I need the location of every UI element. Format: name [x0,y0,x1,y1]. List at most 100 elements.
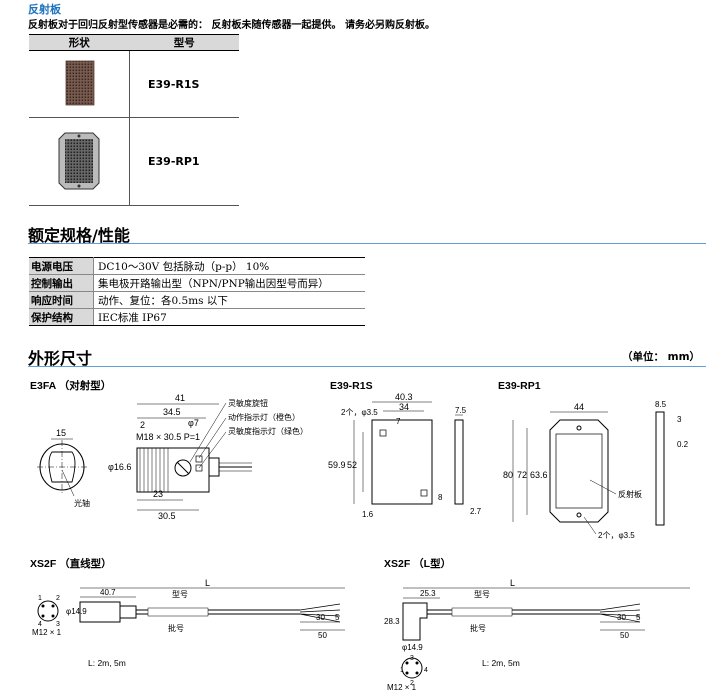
r1s-d75: 7.5 [455,406,467,415]
xs2f-s-d407: 40.7 [100,588,116,597]
reflector-table: 形状 型号 E39-R1S [29,34,239,206]
r1s-d52: 52 [347,460,357,470]
xs2f-l-length: L: 2m, 5m [482,658,520,668]
rp1-d636: 63.6 [530,470,548,480]
spec-key: 保护结构 [29,308,94,326]
reflector-title: 反射板 [28,3,61,16]
shape-cell [29,50,130,118]
e3fa-knob-label: 灵敏度旋钮 [228,398,268,408]
xs2f-l-model: 型号 [474,590,490,599]
r1s-title: E39-R1S [330,380,373,392]
r1s-d8: 8 [438,493,443,502]
xs2f-l-pin3: 3 [410,655,414,662]
e39-rp1-drawing: E39-RP1 44 80 72 63.6 反射板 2个，φ3.5 8.5 3 … [498,380,689,540]
xs2f-s-lot: 批号 [168,623,184,633]
xs2f-l-drawing: XS2F （L型） L 25.3 28.3 型号 批号 φ14.9 1 3 4 … [384,557,690,692]
r1s-holes: 2个，φ3.5 [341,408,378,417]
r1s-d599: 59.9 [328,460,346,470]
xs2f-s-pin3: 3 [56,621,60,628]
rp1-label: 反射板 [618,489,642,499]
xs2f-l-lot: 批号 [470,623,486,633]
r1s-d403: 40.3 [395,392,413,402]
xs2f-l-d283: 28.3 [384,617,400,626]
e3fa-title: E3FA （对射型） [30,379,111,392]
rp1-d44: 44 [574,402,584,412]
e3fa-d345: 34.5 [163,407,181,417]
spec-value: 动作、复位：各0.5ms 以下 [93,291,365,309]
e3fa-d166: φ16.6 [108,462,131,472]
xs2f-straight-drawing: XS2F （直线型） 1 2 3 4 M12 × 1 L 40.7 φ14.9 … [30,557,345,668]
dims-rule [28,366,706,367]
xs2f-l-d149: φ14.9 [402,643,423,652]
col-model-header: 型号 [129,34,239,51]
shape-cell [29,117,130,206]
xs2f-s-title: XS2F （直线型） [30,557,112,570]
model-e39-rp1: E39-RP1 [129,117,239,206]
xs2f-s-d50: 50 [318,631,327,640]
e3fa-thread: M18 × 30.5 P=1 [136,432,200,442]
table-row: E39-R1S [29,50,239,118]
table-row: 电源电压 DC10～30V 包括脉动（p-p） 10% [29,257,365,275]
e3fa-d2: 2 [140,420,145,430]
xs2f-s-pin2: 2 [56,595,60,602]
spec-value: 集电极开路输出型（NPN/PNP输出因型号而异） [93,274,365,292]
e3fa-d41: 41 [175,393,185,403]
e3fa-axis-label: 光轴 [74,498,90,508]
rp1-holes: 2个，φ3.5 [598,531,635,540]
e3fa-d7: φ7 [188,418,199,428]
spec-value: DC10～30V 包括脉动（p-p） 10% [93,257,365,275]
table-row: E39-RP1 [29,117,239,206]
dimension-drawings: E3FA （对射型） 15 光轴 [30,379,690,692]
rp1-d02: 0.2 [677,440,689,449]
table-row: 保护结构 IEC标准 IP67 [29,308,365,326]
rp1-d72: 72 [517,470,527,480]
spec-key: 电源电压 [29,257,94,275]
e3fa-d23: 23 [153,489,163,499]
rp1-d3: 3 [677,415,682,424]
xs2f-l-pin4: 4 [424,667,428,674]
xs2f-l-m12: M12 × 1 [387,683,417,692]
xs2f-s-pin1: 1 [38,595,42,602]
rp1-title: E39-RP1 [498,380,541,392]
xs2f-l-pin2: 2 [410,680,414,687]
xs2f-s-d30: 30 [316,613,325,622]
e3fa-drawing: E3FA （对射型） 15 光轴 [30,379,308,521]
xs2f-l-d253: 25.3 [420,589,436,598]
e3fa-d15: 15 [56,428,66,438]
xs2f-s-pin4: 4 [38,621,42,628]
xs2f-l-d50: 50 [620,631,629,640]
e39-r1s-image [65,60,95,105]
xs2f-l-title: XS2F （L型） [384,557,451,570]
xs2f-s-model: 型号 [172,590,188,599]
unit-label: （单位： mm） [622,351,701,363]
rp1-d85: 8.5 [655,400,667,409]
xs2f-l-dL: L [510,578,515,588]
xs2f-s-d149: φ14.9 [66,607,87,616]
specs-title: 额定规格/性能 [28,226,130,245]
model-e39-r1s: E39-R1S [129,50,239,118]
xs2f-s-dL: L [205,578,210,588]
spec-key: 控制输出 [29,274,94,292]
rp1-d80: 80 [503,470,513,480]
table-row: 控制输出 集电极开路输出型（NPN/PNP输出因型号而异） [29,274,365,292]
dims-title: 外形尺寸 [28,349,93,368]
xs2f-l-d30: 30 [617,613,626,622]
e39-rp1-image [58,132,100,190]
r1s-d7: 7 [396,417,401,426]
e3fa-led-orange-label: 动作指示灯（橙色） [228,412,300,422]
xs2f-l-d5: 5 [636,613,641,622]
table-row: 响应时间 动作、复位：各0.5ms 以下 [29,291,365,309]
r1s-d16: 1.6 [362,510,374,519]
r1s-d27: 2.7 [470,507,482,516]
specs-table: 电源电压 DC10～30V 包括脉动（p-p） 10% 控制输出 集电极开路输出… [29,257,365,326]
xs2f-s-d5: 5 [335,613,340,622]
spec-value: IEC标准 IP67 [93,308,365,326]
r1s-d34: 34 [399,402,409,412]
e3fa-led-green-label: 灵敏度指示灯（绿色） [228,426,308,436]
reflector-note: 反射板对于回归反射型传感器是必需的： 反射板未随传感器一起提供。 请务必另购反射… [28,20,435,31]
xs2f-s-length: L: 2m, 5m [88,658,126,668]
spec-key: 响应时间 [29,291,94,309]
e3fa-d305: 30.5 [158,511,176,521]
e39-r1s-drawing: E39-R1S 40.3 34 2个，φ3.5 7 59.9 52 8 1.6 … [328,380,482,519]
specs-rule [28,243,706,244]
